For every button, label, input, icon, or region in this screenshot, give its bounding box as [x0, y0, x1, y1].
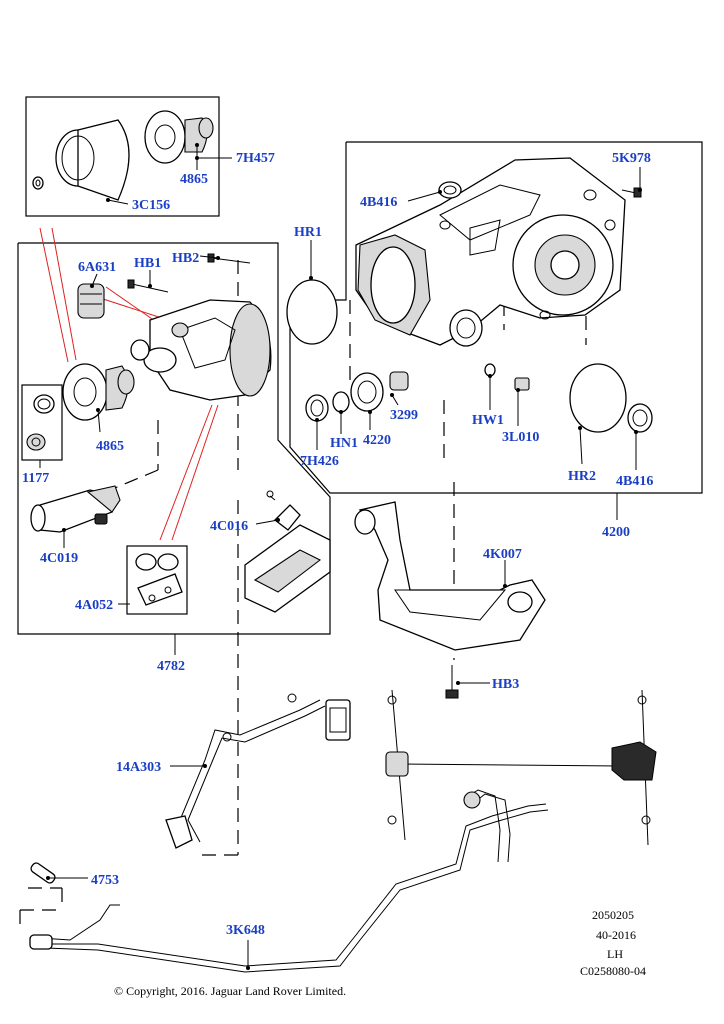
copyright-text: © Copyright, 2016. Jaguar Land Rover Lim…: [114, 984, 346, 998]
label-3K648[interactable]: 3K648: [226, 923, 265, 938]
label-1177[interactable]: 1177: [22, 471, 49, 486]
o-ring-hr2: [569, 363, 627, 433]
vent-pipe: [29, 789, 549, 973]
label-4K007[interactable]: 4K007: [483, 547, 522, 562]
coupling-flange-mid: [62, 363, 135, 421]
coupling-sleeve: [55, 119, 130, 201]
coupling-clip: [32, 176, 44, 190]
bearing-seals: [305, 371, 409, 422]
gasket-kit-box: [126, 545, 188, 615]
label-7H457[interactable]: 7H457: [236, 151, 275, 166]
oil-seal-bottom: [627, 403, 653, 433]
label-HB2[interactable]: HB2: [172, 251, 199, 266]
differential-housing: [355, 157, 626, 347]
label-HB1[interactable]: HB1: [134, 256, 161, 271]
diagram-code: 2050205: [592, 908, 634, 922]
label-3C156[interactable]: 3C156: [132, 198, 170, 213]
bolt-hb2: [207, 253, 251, 264]
seal-1177: [26, 394, 55, 451]
label-4753[interactable]: 4753: [91, 873, 119, 888]
bolt-hb3: [445, 665, 459, 699]
o-ring-hr1: [286, 279, 338, 345]
gasket-kit: [135, 553, 183, 606]
label-4C019[interactable]: 4C019: [40, 551, 78, 566]
label-6A631[interactable]: 6A631: [78, 260, 116, 275]
label-4865-mid[interactable]: 4865: [96, 439, 124, 454]
label-4220[interactable]: 4220: [363, 433, 391, 448]
breather-parts: [484, 363, 530, 391]
label-4B416-top[interactable]: 4B416: [360, 195, 397, 210]
label-HB3[interactable]: HB3: [492, 677, 519, 692]
leader-lines: [39, 143, 642, 970]
coupling-flange-top: [144, 110, 214, 164]
label-7H426[interactable]: 7H426: [300, 454, 339, 469]
label-4A052[interactable]: 4A052: [75, 598, 113, 613]
bolt-5k978: [621, 187, 642, 198]
label-4B416-bot[interactable]: 4B416: [616, 474, 653, 489]
label-HR2[interactable]: HR2: [568, 469, 596, 484]
control-module: [244, 490, 331, 613]
driveline-inset: [385, 689, 657, 846]
label-HN1[interactable]: HN1: [330, 436, 358, 451]
label-4200[interactable]: 4200: [602, 525, 630, 540]
filter-element: [77, 283, 105, 319]
wiring-harness: [165, 693, 351, 849]
label-HR1[interactable]: HR1: [294, 225, 322, 240]
label-HW1[interactable]: HW1: [472, 413, 504, 428]
label-4865-top[interactable]: 4865: [180, 172, 208, 187]
red-leaders: [39, 227, 219, 541]
mounting-bracket: [354, 501, 546, 651]
diagram-ref: C0258080-04: [580, 964, 646, 978]
label-3299[interactable]: 3299: [390, 408, 418, 423]
coupling-group-box: [25, 96, 220, 217]
oil-seal-top: [438, 181, 462, 199]
label-3L010[interactable]: 3L010: [502, 430, 539, 445]
diagram-date: 40-2016: [596, 928, 636, 942]
clutch-module-box: [17, 242, 331, 635]
diagram-side: LH: [607, 947, 623, 961]
seal-group-box: [21, 384, 63, 461]
label-14A303[interactable]: 14A303: [116, 760, 161, 775]
label-4C016[interactable]: 4C016: [210, 519, 248, 534]
differential-group-box: [289, 141, 703, 494]
pipe-4753: [30, 862, 56, 884]
label-4782[interactable]: 4782: [157, 659, 185, 674]
coupling-housing: [130, 299, 272, 401]
label-5K978[interactable]: 5K978: [612, 151, 651, 166]
pump-motor: [30, 485, 121, 533]
